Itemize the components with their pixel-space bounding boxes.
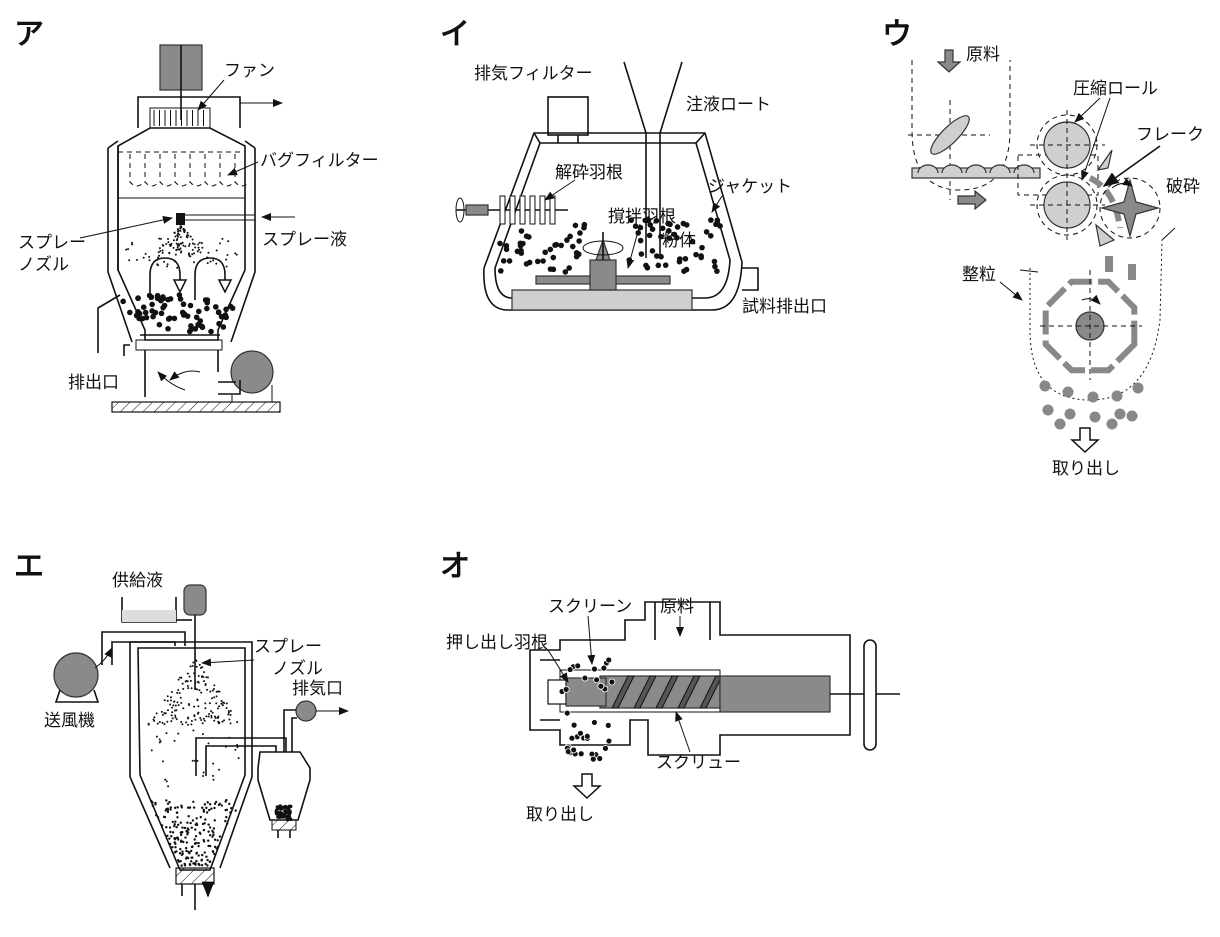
label-screen: スクリーン — [548, 597, 632, 617]
label-outlet: 排出口 — [68, 373, 119, 393]
label-sample-outlet: 試料排出口 — [742, 297, 827, 317]
label-fan: ファン — [224, 61, 275, 81]
exhaust-fan-icon — [295, 700, 317, 722]
stir-blade-icon — [589, 259, 617, 291]
label-takeout-o: 取り出し — [526, 805, 594, 825]
panel-e-spray-dryer: エ 供給液 スプレー ノズル 排気口 — [14, 549, 349, 910]
label-exhaust: 排気口 — [292, 679, 343, 699]
panel-a-letter: ア — [14, 17, 44, 52]
panel-i-high-shear-mixer: イ 排気フィルター 注液ロート 解砕羽根 ジャケット 撹拌羽根 — [440, 17, 827, 317]
label-crush: 破砕 — [1166, 177, 1200, 197]
label-takeout-u: 取り出し — [1052, 459, 1120, 479]
label-bag-filter: バグフィルター — [260, 151, 379, 171]
exhaust-filter-icon — [547, 96, 589, 136]
label-jacket: ジャケット — [708, 177, 792, 197]
label-push-blade: 押し出し羽根 — [446, 633, 548, 653]
crusher-icon — [1099, 177, 1161, 239]
handwheel-icon — [863, 639, 877, 751]
label-spray-nozzle-1: スプレー — [18, 233, 86, 253]
label-spray-nozzle-e2: ノズル — [272, 659, 323, 679]
label-flake: フレーク — [1136, 125, 1204, 145]
cyclone-icon — [257, 751, 311, 821]
atomizer-motor-icon — [183, 584, 207, 616]
label-raw-u: 原料 — [966, 45, 1000, 65]
panel-u-roller-compactor: ウ — [882, 17, 1204, 479]
label-crush-blade: 解砕羽根 — [555, 163, 623, 183]
label-press-roll: 圧縮ロール — [1073, 79, 1158, 99]
panel-o-extruder: オ スクリーン 原料 押し出し羽根 スクリュー 取り出し — [440, 549, 900, 825]
label-spray-nozzle-e1: スプレー — [254, 637, 322, 657]
spray-nozzle-icon — [176, 213, 185, 225]
label-raw-o: 原料 — [660, 597, 694, 617]
label-spray-liquid: スプレー液 — [262, 230, 347, 250]
label-funnel: 注液ロート — [686, 95, 771, 115]
label-blower: 送風機 — [44, 711, 95, 731]
raw-arrow-icon — [936, 49, 962, 73]
label-spray-nozzle-2: ノズル — [18, 255, 69, 275]
label-stir-blade: 撹拌羽根 — [608, 207, 676, 227]
takeout-arrow-o-icon — [572, 773, 602, 800]
panel-i-letter: イ — [440, 17, 470, 52]
blower-icon — [230, 350, 274, 394]
panel-e-letter: エ — [14, 549, 44, 584]
feed-arrow-icon — [957, 189, 987, 211]
label-powder: 粉体 — [662, 231, 696, 251]
label-sizing: 整粒 — [962, 265, 996, 285]
label-screw: スクリュー — [656, 753, 741, 773]
panel-u-letter: ウ — [882, 17, 912, 52]
panel-a-fluid-bed: ア — [14, 17, 379, 413]
takeout-arrow-icon — [1070, 427, 1100, 454]
bag-filter-icon — [129, 154, 250, 187]
label-exhaust-filter: 排気フィルター — [474, 64, 593, 84]
blower-e-icon — [53, 652, 99, 698]
panel-o-letter: オ — [440, 549, 470, 584]
drive-icon — [719, 675, 831, 713]
label-feed-liquid: 供給液 — [112, 571, 163, 591]
